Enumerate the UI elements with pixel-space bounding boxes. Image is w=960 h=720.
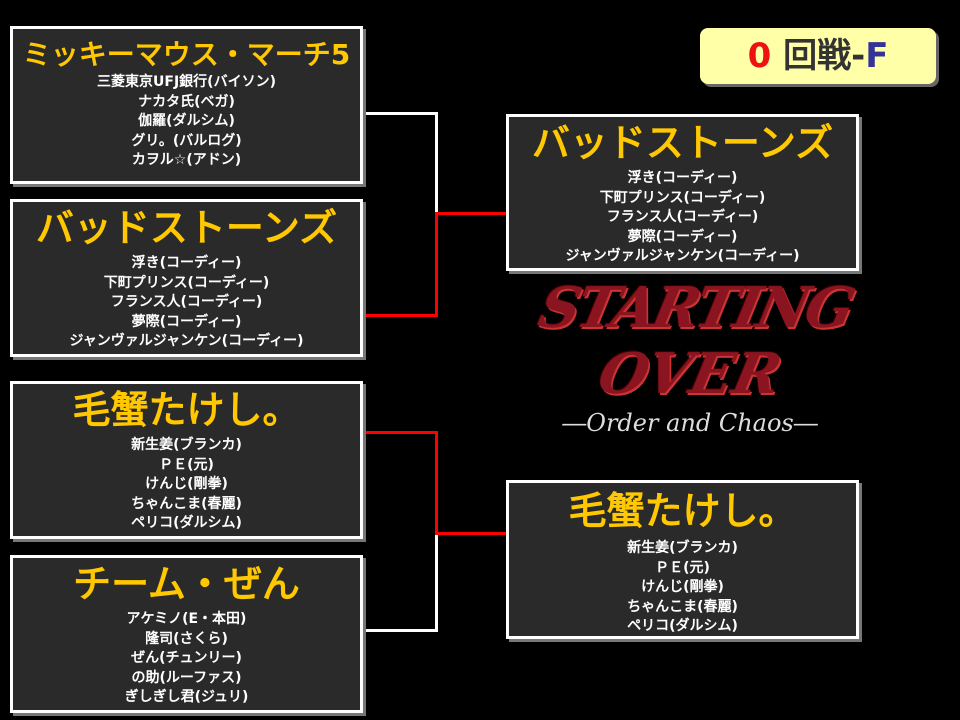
logo-line1: STARTING xyxy=(532,275,858,341)
team-name: 毛蟹たけし。 xyxy=(568,489,797,533)
member: ちゃんこま(春麗) xyxy=(627,598,738,615)
member: ジャンヴァルジャンケン(コーディー) xyxy=(565,248,800,264)
member-list: 浮き(コーディー) 下町プリンス(コーディー) フランス人(コーディー) 夢際(コーデ… xyxy=(509,169,856,267)
team-box: 毛蟹たけし。 新生姜(ブランカ) ＰＥ(元) けんじ(剛拳) ちゃんこま(春麗) ペリコ… xyxy=(10,381,363,539)
member: カヲル☆(アドン) xyxy=(131,152,242,168)
member-list: 三菱東京UFJ銀行(バイソン) ナカタ氏(ベガ) 伽羅(ダルシム) グリ。(バルログ)… xyxy=(13,73,360,171)
member: ちゃんこま(春麗) xyxy=(131,495,242,512)
bracket-line-win xyxy=(362,314,438,317)
member: フランス人(コーディー) xyxy=(606,209,759,225)
round-block: F xyxy=(865,36,889,76)
member: ジャンヴァルジャンケン(コーディー) xyxy=(69,333,304,349)
member: 下町プリンス(コーディー) xyxy=(599,189,766,206)
member: ＰＥ(元) xyxy=(655,559,710,576)
member-list: 新生姜(ブランカ) ＰＥ(元) けんじ(剛拳) ちゃんこま(春麗) ペリコ(ダルシム) xyxy=(509,539,856,637)
member: 三菱東京UFJ銀行(バイソン) xyxy=(97,74,276,90)
member: 新生姜(ブランカ) xyxy=(627,540,738,556)
member: ペリコ(ダルシム) xyxy=(627,618,738,634)
team-box: チーム・ぜん アケミノ(E・本田) 隆司(さくら) ぜん(チュンリー) の助(ルーファ… xyxy=(10,555,363,713)
team-name: 毛蟹たけし。 xyxy=(72,388,301,432)
member-list: 新生姜(ブランカ) ＰＥ(元) けんじ(剛拳) ちゃんこま(春麗) ペリコ(ダルシム) xyxy=(13,436,360,534)
bracket-line xyxy=(435,533,438,632)
member: 夢際(コーディー) xyxy=(627,228,738,245)
team-name: ミッキーマウス・マーチ5 xyxy=(22,38,351,71)
bracket-line xyxy=(435,112,438,214)
team-box: ミッキーマウス・マーチ5 三菱東京UFJ銀行(バイソン) ナカタ氏(ベガ) 伽羅(ダ… xyxy=(10,26,363,184)
event-logo: STARTING OVER ―Order and Chaos― xyxy=(533,275,858,475)
member: グリ。(バルログ) xyxy=(131,132,242,149)
logo-line2: OVER xyxy=(592,341,788,407)
member-list: アケミノ(E・本田) 隆司(さくら) ぜん(チュンリー) の助(ルーファス) ぎしぎし君… xyxy=(13,610,360,708)
member: フランス人(コーディー) xyxy=(110,294,263,310)
member: ぎしぎし君(ジュリ) xyxy=(124,689,249,705)
team-box: バッドストーンズ 浮き(コーディー) 下町プリンス(コーディー) フランス人(コーデ… xyxy=(10,199,363,357)
member: 隆司(さくら) xyxy=(145,630,228,647)
member: ペリコ(ダルシム) xyxy=(131,515,242,531)
member: アケミノ(E・本田) xyxy=(126,611,247,627)
member-list: 浮き(コーディー) 下町プリンス(コーディー) フランス人(コーディー) 夢際(コーデ… xyxy=(13,254,360,352)
logo-subtitle: ―Order and Chaos― xyxy=(562,409,818,437)
member: 下町プリンス(コーディー) xyxy=(103,274,270,291)
member: ぜん(チュンリー) xyxy=(131,650,242,666)
bracket-line-win xyxy=(362,431,438,434)
member: 夢際(コーディー) xyxy=(131,313,242,330)
member: 浮き(コーディー) xyxy=(627,170,738,186)
member: 新生姜(ブランカ) xyxy=(131,437,242,453)
winner-box: 毛蟹たけし。 新生姜(ブランカ) ＰＥ(元) けんじ(剛拳) ちゃんこま(春麗) ペリコ… xyxy=(506,480,859,639)
bracket-line xyxy=(362,629,438,632)
member: けんじ(剛拳) xyxy=(145,476,228,492)
member: 浮き(コーディー) xyxy=(131,255,242,271)
bracket-line-win xyxy=(435,212,438,317)
bracket-line-win xyxy=(435,431,438,535)
team-name: バッドストーンズ xyxy=(35,206,338,250)
bracket-line-win xyxy=(435,212,507,215)
team-name: チーム・ぜん xyxy=(73,562,300,606)
bracket-line xyxy=(362,112,438,115)
member: けんじ(剛拳) xyxy=(641,579,724,595)
round-number: 0 xyxy=(747,36,772,76)
winner-box: バッドストーンズ 浮き(コーディー) 下町プリンス(コーディー) フランス人(コーデ… xyxy=(506,114,859,271)
bracket-line-win xyxy=(435,532,507,535)
member: ＰＥ(元) xyxy=(159,456,214,473)
round-label: 0 回戦-F xyxy=(700,28,936,84)
team-name: バッドストーンズ xyxy=(531,121,834,165)
round-text: 回戦- xyxy=(783,36,866,76)
member: 伽羅(ダルシム) xyxy=(138,113,235,129)
member: の助(ルーファス) xyxy=(131,669,242,686)
member: ナカタ氏(ベガ) xyxy=(138,93,235,110)
